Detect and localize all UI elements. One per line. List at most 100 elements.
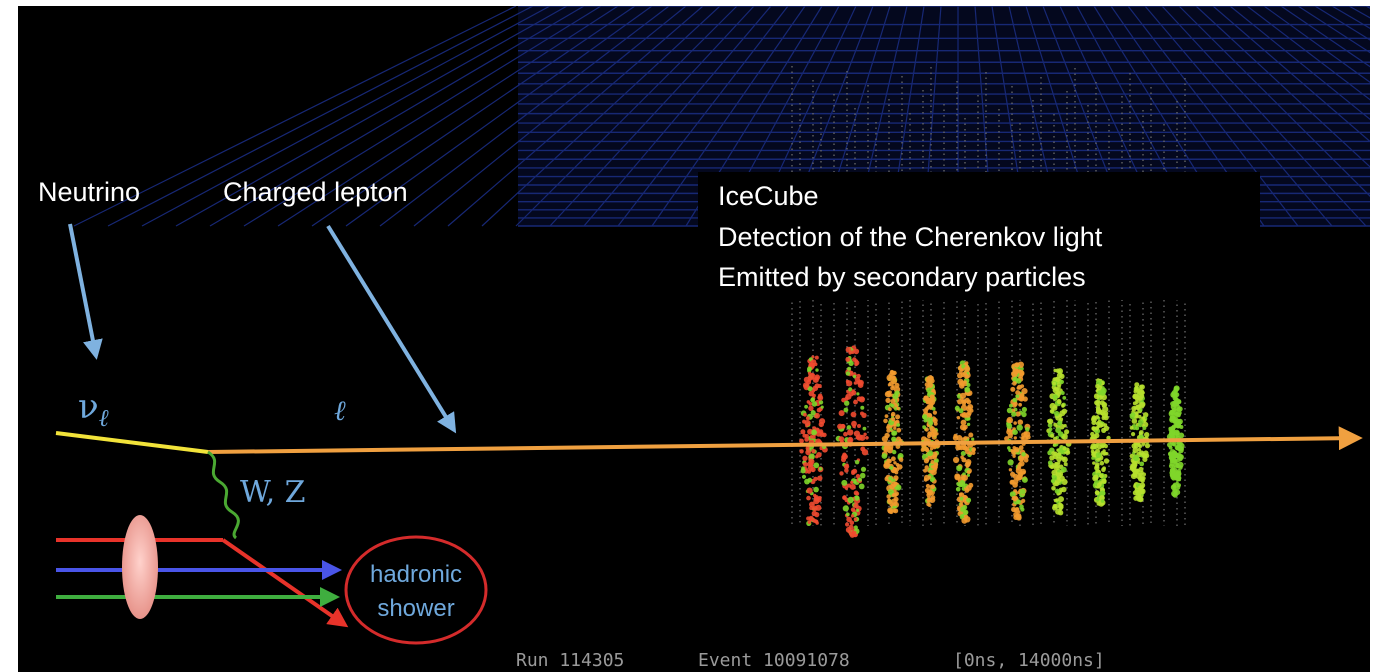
- light-hit: [962, 426, 967, 431]
- light-hit: [1139, 434, 1144, 439]
- light-hit: [966, 470, 971, 475]
- light-hit: [818, 400, 824, 405]
- light-hit: [813, 486, 819, 493]
- light-hit: [930, 460, 935, 464]
- run-number: Run 114305: [516, 650, 624, 671]
- light-hit: [933, 421, 938, 426]
- light-hit: [1022, 396, 1028, 402]
- light-hit: [1097, 390, 1102, 396]
- light-hit: [892, 508, 897, 513]
- light-hit: [1054, 481, 1060, 487]
- light-hit: [929, 447, 934, 451]
- light-hit: [1094, 490, 1100, 496]
- light-hit: [853, 517, 858, 522]
- light-hit: [1052, 381, 1057, 386]
- light-hit: [1175, 481, 1179, 485]
- light-hit: [1009, 491, 1016, 498]
- light-hit: [1011, 411, 1017, 417]
- light-hit: [816, 452, 822, 458]
- light-hit: [1136, 388, 1141, 394]
- grid-line-v: [413, 6, 687, 227]
- light-hit: [1063, 462, 1068, 467]
- light-hit: [1058, 496, 1064, 503]
- light-hit: [1177, 412, 1181, 417]
- light-hit: [932, 417, 938, 424]
- light-hit: [1016, 424, 1023, 431]
- light-hit: [966, 473, 971, 477]
- light-hit: [1144, 443, 1151, 449]
- light-hit: [806, 469, 812, 474]
- light-hit: [929, 426, 935, 432]
- light-hit: [811, 429, 818, 436]
- light-hit: [960, 451, 966, 456]
- light-hit: [963, 380, 967, 384]
- light-hit: [959, 496, 964, 501]
- grid-line-v: [1229, 6, 1370, 121]
- light-hit: [814, 383, 820, 389]
- light-hit: [1137, 414, 1142, 419]
- light-hit: [1021, 372, 1025, 376]
- hadronic-shower-circle: [344, 535, 488, 645]
- light-hit: [1169, 415, 1176, 421]
- light-hit: [1105, 452, 1109, 456]
- light-hit: [920, 447, 925, 452]
- light-hit: [968, 432, 974, 438]
- light-hit: [1137, 447, 1142, 452]
- light-hit: [799, 449, 804, 454]
- light-hit: [1023, 457, 1029, 463]
- light-hit: [1095, 384, 1100, 389]
- light-hit: [932, 455, 937, 460]
- light-hit: [964, 365, 971, 373]
- light-hit: [1057, 368, 1063, 375]
- light-hit: [840, 423, 846, 429]
- light-hit: [964, 461, 971, 468]
- light-hit: [843, 407, 849, 413]
- light-hit: [815, 368, 819, 372]
- light-hit: [838, 410, 845, 417]
- light-hit: [886, 494, 891, 499]
- light-hit: [890, 411, 896, 417]
- light-hit: [811, 401, 818, 407]
- neutrino-label-arrow: [68, 223, 103, 360]
- light-hit: [924, 465, 929, 470]
- light-hit: [842, 505, 849, 512]
- light-hit: [957, 372, 963, 379]
- light-hit: [930, 402, 934, 406]
- grid-line-v: [1161, 6, 1367, 227]
- light-hit: [1138, 402, 1145, 409]
- light-hit: [810, 397, 815, 402]
- lepton-symbol: ℓ: [334, 394, 346, 427]
- light-hit: [845, 371, 851, 376]
- light-hit: [844, 486, 849, 490]
- light-hit: [961, 474, 969, 481]
- light-hit: [845, 512, 850, 517]
- light-hit: [895, 484, 902, 491]
- grid-line-v: [1280, 6, 1370, 68]
- light-hit: [1013, 508, 1018, 513]
- light-hit: [958, 408, 964, 414]
- light-hit: [1021, 435, 1029, 442]
- icecube-line-1: Detection of the Cherenkov light: [718, 222, 1103, 252]
- light-hit: [1177, 454, 1184, 461]
- light-hit: [1017, 419, 1024, 426]
- light-hit: [1144, 453, 1150, 459]
- boson-propagator-wave: [207, 450, 240, 540]
- grid-line-v: [1263, 6, 1370, 83]
- light-hit: [860, 466, 867, 472]
- light-hit: [849, 483, 856, 490]
- light-hit: [1130, 412, 1136, 418]
- light-hit: [931, 451, 938, 458]
- light-hit: [853, 490, 859, 496]
- light-hit: [1171, 390, 1177, 395]
- grid-line-v: [583, 6, 772, 227]
- grid-line-v: [175, 6, 568, 227]
- light-hit: [956, 435, 963, 441]
- light-hit: [1099, 490, 1106, 497]
- light-hit: [1009, 403, 1013, 408]
- light-hit: [1168, 430, 1175, 437]
- light-hit: [806, 495, 811, 501]
- light-hit: [926, 498, 931, 503]
- light-hit: [925, 448, 930, 453]
- light-hit: [1057, 452, 1062, 457]
- light-hit: [1101, 401, 1106, 406]
